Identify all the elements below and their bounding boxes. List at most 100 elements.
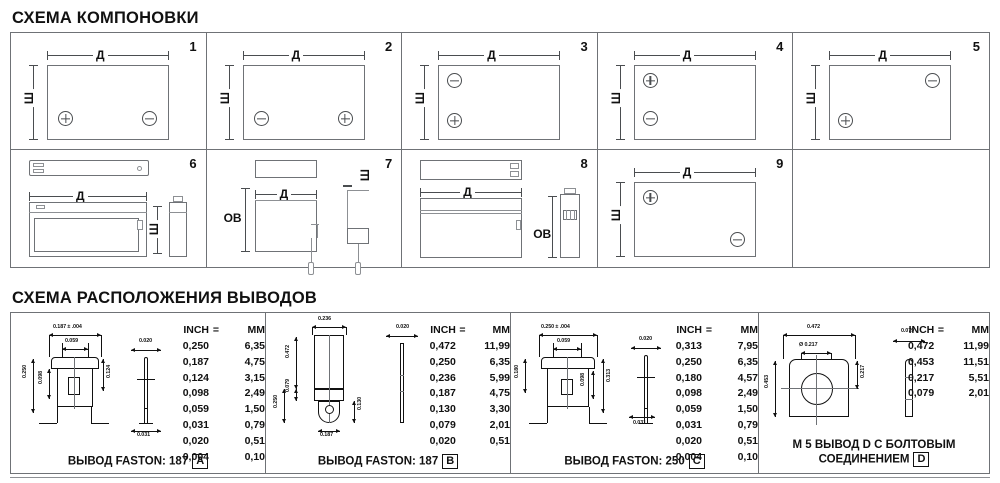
dimension-base-thickness: 0.031 — [137, 432, 150, 438]
terminal-panel-b: 0.236 0.472 0.079 0.250 — [266, 313, 511, 473]
cell-inch: 0,130 — [429, 403, 456, 416]
length-dimension-line — [829, 51, 952, 60]
width-label: Ш — [609, 89, 623, 108]
dimension-arrow-vertical — [591, 371, 595, 399]
length-label: Д — [288, 49, 304, 61]
terminal-pair — [510, 163, 520, 169]
dimension-tip-height: 0.130 — [357, 397, 363, 410]
dimension-blade-length: 0.472 — [285, 345, 291, 358]
dimension-thickness: 0.079 — [901, 328, 914, 334]
cell-inch: 0,020 — [182, 435, 209, 448]
header-inch: INCH — [676, 324, 702, 336]
cell-mm: 0,51 — [244, 435, 265, 448]
table-row: 0,020 0,51 — [173, 434, 265, 450]
width-label: Ш — [147, 220, 161, 239]
terminal-detail-line — [574, 210, 576, 220]
caption-line-1: М 5 ВЫВОД D С БОЛТОВЫМ — [792, 438, 956, 451]
caption-text: ВЫВОД FASTON: 187 — [317, 455, 439, 468]
dimension-arrow-vertical — [773, 361, 777, 417]
layout-section-title: СХЕМА КОМПОНОВКИ — [12, 9, 199, 27]
width-label: Ш — [358, 166, 372, 185]
cell-inch: 0,124 — [182, 371, 209, 384]
length-dimension-line — [633, 51, 756, 60]
battery-side-view — [346, 228, 369, 244]
vent-cap — [33, 169, 44, 173]
cell-inch: 0,098 — [182, 387, 209, 400]
terminal-panel-d-body: 0.472 Ø 0.217 0.453 0.217 — [759, 313, 989, 441]
layout-cell-5: 5 Д Ш — [793, 33, 989, 149]
dimension-slot-height: 0.098 — [38, 371, 44, 384]
header-inch: INCH — [183, 324, 209, 336]
dimension-arrow — [312, 325, 346, 329]
dimension-arrow — [629, 415, 655, 419]
table-header-row: INCH = MM — [173, 323, 265, 339]
dimension-head-height: 0.124 — [106, 365, 112, 378]
tab-line — [316, 224, 318, 238]
cell-mm: 3,30 — [489, 403, 510, 416]
cell-inch: 0,098 — [675, 387, 702, 400]
terminal-negative — [253, 111, 269, 126]
terminal-panel-b-body: 0.236 0.472 0.079 0.250 — [266, 313, 510, 447]
lead-wire — [310, 238, 312, 262]
cell-mm: 0,79 — [244, 419, 265, 432]
battery-side-view — [560, 194, 581, 258]
battery-top-view — [29, 160, 149, 176]
dimension-hole-diameter: Ø 0.217 — [799, 342, 818, 348]
length-dimension-line — [242, 51, 365, 60]
dimension-arrow — [386, 334, 418, 338]
faston-terminal — [354, 262, 361, 275]
centerline-horizontal — [781, 388, 859, 389]
cell-inch: 0,004 — [182, 450, 209, 463]
overall-height-label: ОВ — [530, 228, 555, 240]
cell-mm: 2,01 — [968, 387, 989, 400]
cell-inch: 0,472 — [907, 339, 935, 352]
header-mm: MM — [971, 324, 990, 336]
cell-inch: 0,187 — [429, 387, 456, 400]
cell-inch: 0,250 — [675, 355, 702, 368]
layout-cell-empty — [793, 150, 989, 267]
terminal-top — [564, 188, 577, 194]
layout-cell-number: 5 — [972, 39, 980, 54]
cell-mm: 1,50 — [244, 403, 265, 416]
tab-line — [310, 224, 319, 225]
cell-mm: 2,01 — [489, 419, 510, 432]
header-equals: = — [705, 324, 713, 336]
width-label: Ш — [804, 89, 818, 108]
length-label: Д — [93, 49, 108, 61]
side-top — [346, 190, 369, 191]
dimension-total-height: 0.313 — [606, 369, 612, 382]
length-dimension-line — [438, 51, 561, 60]
terminal-side-profile — [644, 355, 648, 409]
terminal-block — [516, 220, 522, 230]
cell-inch: 0,187 — [182, 355, 209, 368]
header-equals: = — [212, 324, 220, 336]
terminal-negative — [447, 73, 463, 88]
terminal-negative — [729, 232, 745, 247]
layout-cell-1: 1 Д Ш — [11, 33, 207, 149]
dimension-arrow-vertical — [352, 401, 356, 423]
length-label: Д — [276, 188, 292, 200]
layout-cell-6: 6 Д Ш — [11, 150, 207, 267]
terminal-panel-c-body: 0.250 ± .004 0.059 0.180 — [511, 313, 758, 463]
dimension-thickness: 0.020 — [639, 336, 652, 342]
cell-mm: 0,51 — [489, 435, 510, 448]
header-mm: MM — [492, 324, 511, 336]
case-seam-line — [169, 212, 187, 213]
vent-cap — [36, 205, 45, 209]
dimension-thickness: 0.020 — [139, 338, 152, 344]
length-label: Д — [679, 166, 695, 178]
dimension-height: 0.250 — [22, 365, 28, 378]
terminal-side-profile — [400, 343, 404, 423]
length-label: Д — [460, 186, 475, 198]
centerline-vertical — [816, 355, 817, 425]
header-inch: INCH — [908, 324, 935, 336]
cell-mm: 11,51 — [963, 355, 989, 368]
